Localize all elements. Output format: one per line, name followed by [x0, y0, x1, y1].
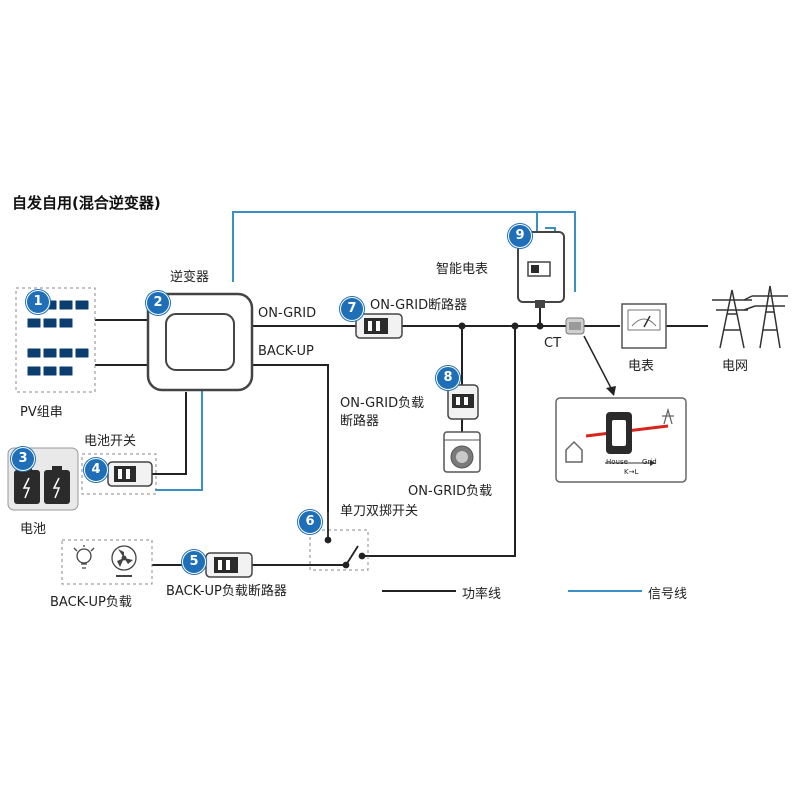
signal-line-inverter-to-battery: [155, 390, 203, 491]
tower-mini-icon: [662, 407, 674, 425]
signal-lines: [155, 211, 576, 491]
label-back-up-port: BACK-UP: [258, 344, 314, 359]
label-back-up-load-breaker: BACK-UP负载断路器: [166, 584, 287, 599]
label-ct-kl: K→L: [624, 468, 639, 476]
label-battery: 电池: [20, 522, 47, 537]
bulb-icon: [73, 545, 95, 569]
label-ct: CT: [544, 336, 562, 351]
power-line-switch-to-bus: [362, 326, 516, 557]
badge-3: 3: [11, 447, 35, 471]
smart-meter-icon: [517, 231, 565, 308]
label-spdt-switch: 单刀双掷开关: [340, 504, 419, 519]
label-ct-grid: Grid: [642, 458, 657, 466]
signal-line-ct-to-meter: [545, 227, 556, 232]
spdt-switch-frame: [309, 529, 369, 571]
label-on-grid-load-breaker-line1: ON-GRID负载: [340, 396, 425, 411]
washing-machine-icon: [443, 431, 481, 473]
label-on-grid-breaker: ON-GRID断路器: [370, 298, 468, 313]
ct-clamp-icon: [565, 317, 585, 335]
badge-6: 6: [298, 510, 322, 534]
badge-9: 9: [508, 224, 532, 248]
back-up-load-breaker-icon: [205, 552, 253, 578]
label-smart-meter: 智能电表: [436, 262, 489, 277]
spdt-switch-icon: [324, 512, 366, 569]
label-on-grid-load: ON-GRID负载: [408, 484, 493, 499]
junction-dot: [458, 322, 466, 330]
ct-callout-arrowhead: [606, 386, 616, 396]
transmission-tower-icon: [712, 285, 788, 349]
legend-signal-line-label: 信号线: [648, 587, 688, 602]
legend-power-line-label: 功率线: [462, 587, 502, 602]
label-meter: 电表: [628, 359, 655, 374]
house-icon: [565, 440, 583, 463]
badge-5: 5: [182, 550, 206, 574]
back-up-load-frame: [61, 539, 153, 585]
pv-string-frame: [15, 287, 96, 393]
battery-switch-breaker-icon: [107, 461, 153, 487]
analog-meter-icon: [621, 303, 667, 349]
junction-dot: [511, 322, 519, 330]
diagram-title: 自发自用(混合逆变器): [12, 194, 161, 212]
ct-callout-arrow: [583, 335, 613, 391]
power-lines: [95, 306, 708, 566]
badge-4: 4: [84, 458, 108, 482]
label-on-grid-port: ON-GRID: [258, 306, 317, 321]
label-battery-switch: 电池开关: [84, 434, 137, 449]
label-ct-house: House: [606, 458, 628, 466]
label-grid: 电网: [722, 359, 749, 374]
power-line-backup: [252, 364, 329, 512]
signal-line-inverter-to-meter: [232, 211, 576, 292]
junction-dots: [458, 322, 544, 330]
battery-switch-frame: [81, 453, 157, 495]
label-inverter: 逆变器: [170, 270, 210, 285]
badge-7: 7: [340, 297, 364, 321]
label-pv-string: PV组串: [20, 405, 63, 420]
inverter-icon: [146, 292, 254, 392]
badge-8: 8: [436, 366, 460, 390]
badge-2: 2: [146, 291, 170, 315]
power-line-inverter-to-battery-switch: [152, 392, 187, 475]
on-grid-breaker-icon: [355, 313, 403, 339]
on-grid-load-breaker-icon: [447, 384, 479, 420]
badge-1: 1: [26, 290, 50, 314]
fan-icon: [111, 545, 137, 577]
label-on-grid-load-breaker-line2: 断路器: [340, 414, 380, 429]
ct-detail-box: [555, 397, 687, 483]
junction-dot: [536, 322, 544, 330]
label-back-up-load: BACK-UP负载: [50, 595, 132, 610]
